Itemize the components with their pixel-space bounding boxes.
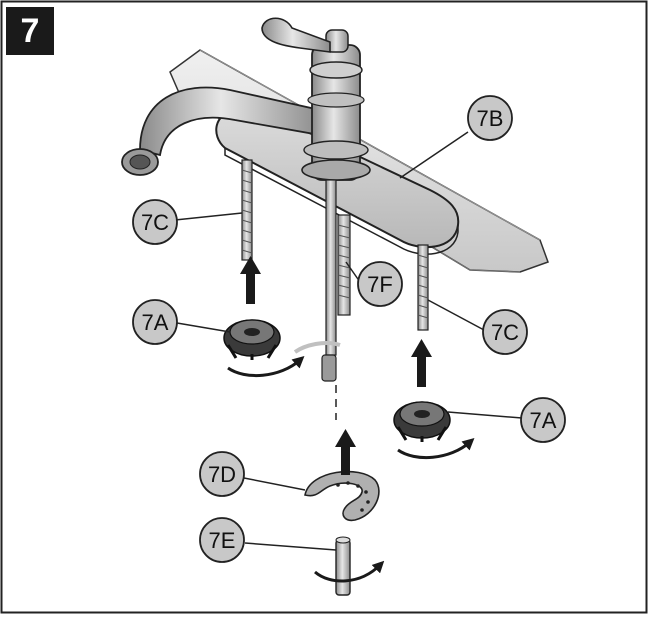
mounting-nut-right bbox=[393, 401, 451, 442]
callout-7c-left: 7C bbox=[132, 199, 178, 245]
center-shank-7f bbox=[321, 179, 351, 420]
up-arrow-left bbox=[240, 256, 261, 304]
leader-7a-right bbox=[447, 411, 523, 419]
gasket-7d bbox=[304, 470, 380, 522]
faucet-handle bbox=[261, 17, 331, 53]
leader-7d bbox=[243, 477, 306, 491]
leader-7f bbox=[345, 261, 361, 283]
leader-7e bbox=[244, 542, 337, 551]
step-number-badge: 7 bbox=[6, 7, 54, 55]
mounting-nut-left bbox=[223, 319, 281, 360]
up-arrow-center bbox=[335, 429, 356, 475]
callout-7b: 7B bbox=[467, 95, 513, 141]
svg-text:7A: 7A bbox=[530, 408, 557, 433]
callout-7a-left: 7A bbox=[132, 299, 178, 345]
leader-7c-left bbox=[174, 212, 243, 221]
callout-7c-right: 7C bbox=[482, 309, 528, 355]
threaded-stud-right bbox=[417, 244, 429, 331]
svg-text:7A: 7A bbox=[142, 310, 169, 335]
svg-text:7E: 7E bbox=[209, 528, 236, 553]
rotate-arrow-sleeve bbox=[314, 560, 385, 583]
leader-7a-left bbox=[176, 322, 231, 333]
threaded-stud-left bbox=[241, 159, 253, 261]
callout-7a-right: 7A bbox=[520, 397, 566, 443]
svg-text:7C: 7C bbox=[141, 210, 169, 235]
leader-7c-right bbox=[427, 299, 485, 331]
svg-text:7B: 7B bbox=[477, 106, 504, 131]
svg-text:7F: 7F bbox=[367, 272, 393, 297]
up-arrow-right bbox=[411, 339, 432, 387]
callout-7e: 7E bbox=[199, 517, 245, 563]
rotate-arrow-right bbox=[397, 437, 475, 460]
rotate-arrow-left bbox=[227, 355, 305, 378]
svg-text:7D: 7D bbox=[208, 462, 236, 487]
callout-7d: 7D bbox=[199, 451, 245, 497]
rotate-arrow-hose bbox=[293, 341, 341, 354]
faucet-body bbox=[301, 29, 371, 181]
sleeve-7e bbox=[335, 536, 351, 596]
callout-7f: 7F bbox=[357, 261, 403, 307]
svg-text:7C: 7C bbox=[491, 320, 519, 345]
faucet-spout bbox=[121, 86, 321, 176]
leader-7b bbox=[399, 131, 469, 179]
